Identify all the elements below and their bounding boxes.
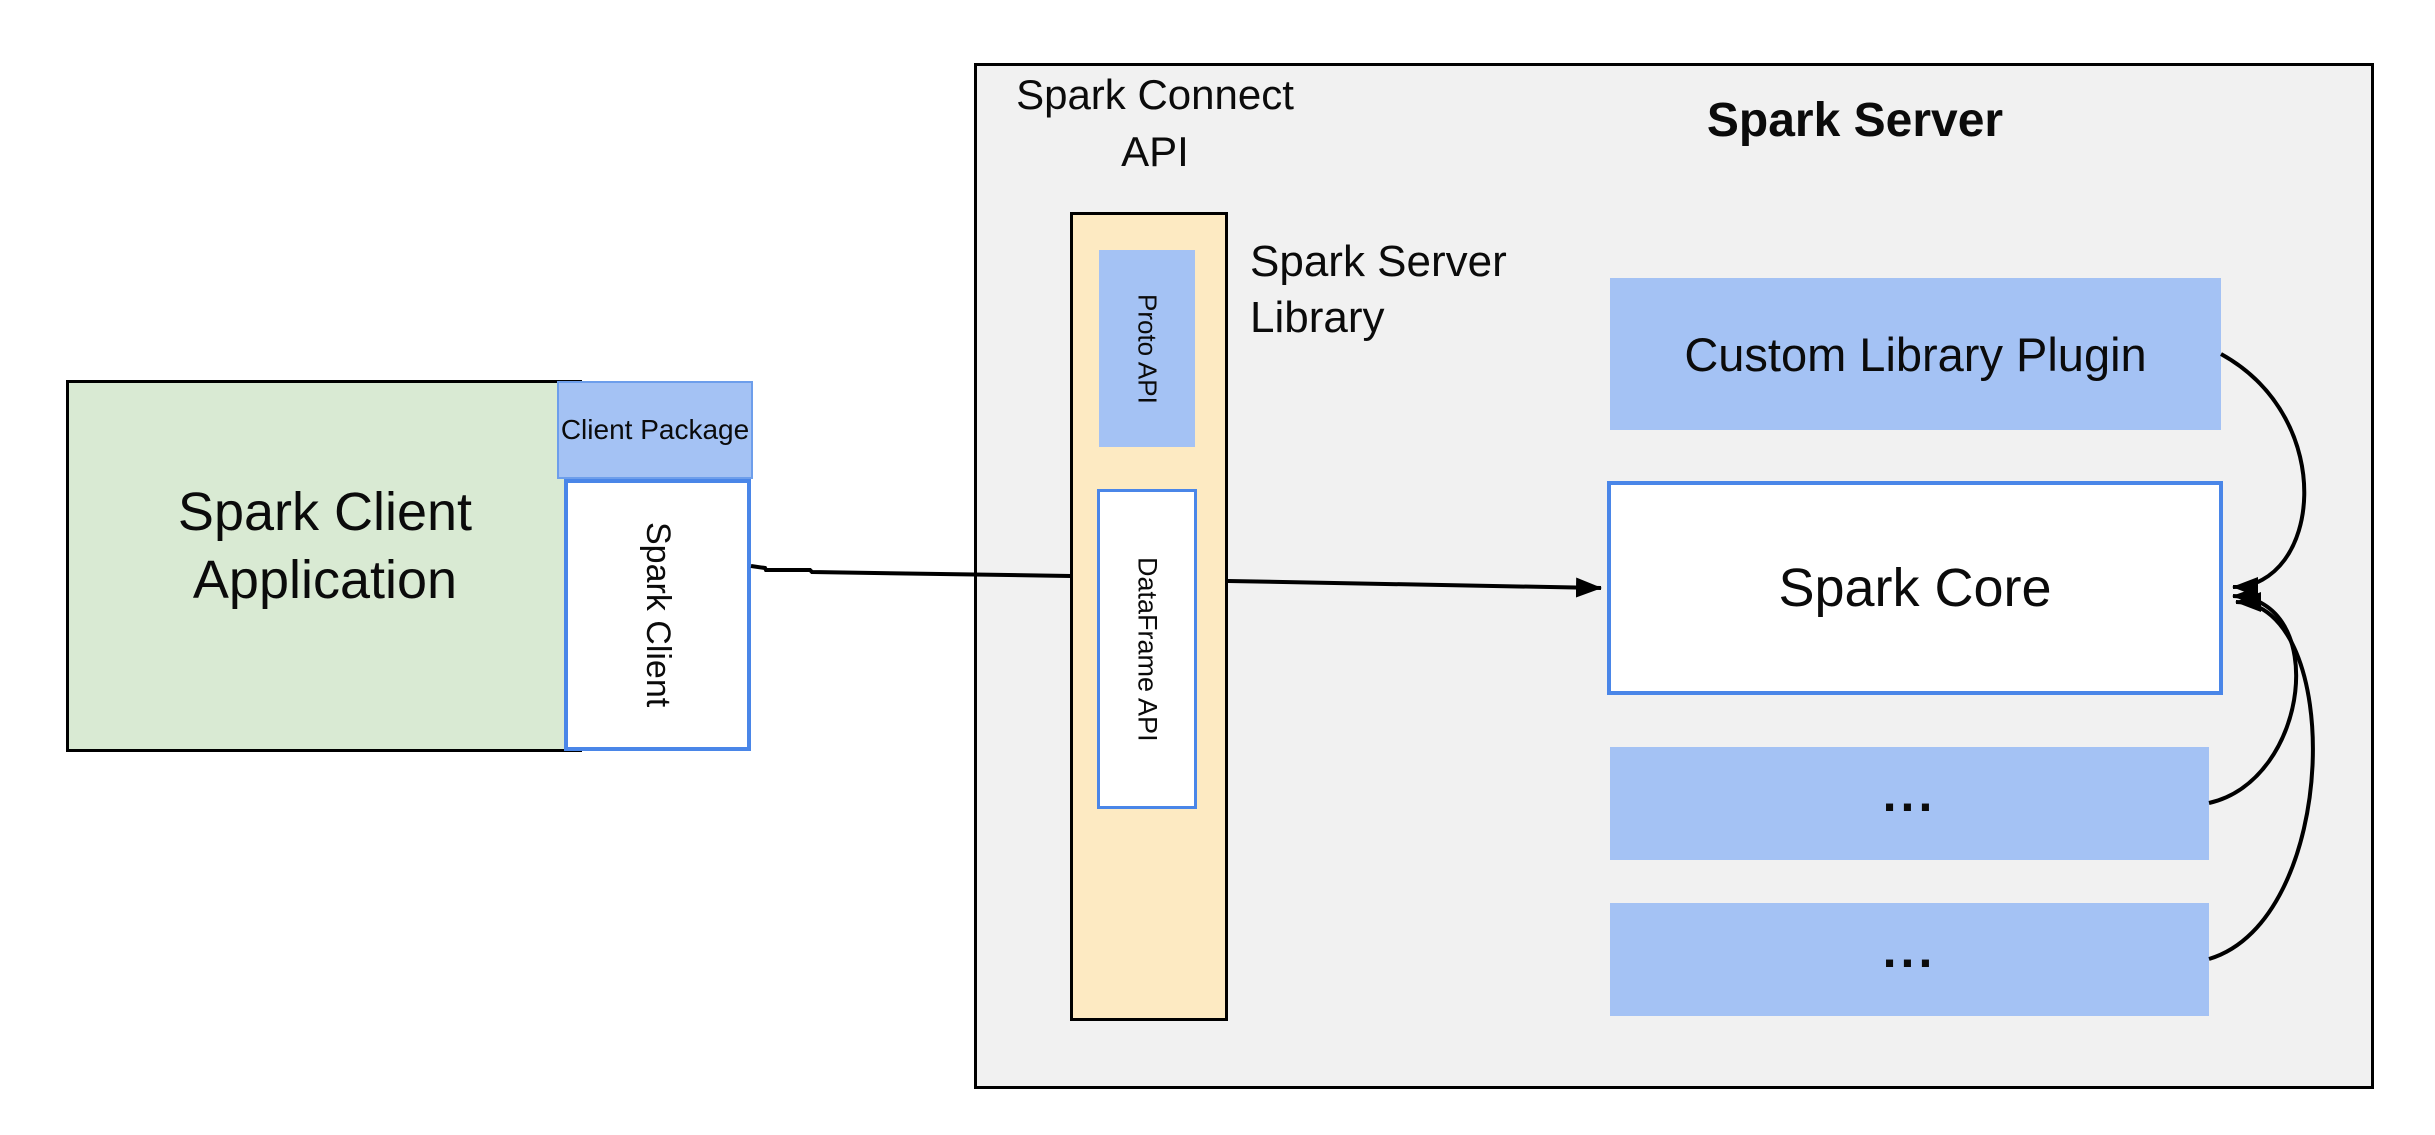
custom-library-plugin-label: Custom Library Plugin	[1684, 327, 2147, 381]
spark-client-application-box	[66, 380, 582, 752]
spark-server-title: Spark Server	[1706, 94, 2004, 147]
spark-core-label: Spark Core	[1778, 558, 2052, 618]
spark-client-application-label: Spark Client Application	[177, 482, 473, 610]
spark-server-library-label: Spark Server Library	[1250, 237, 1507, 342]
spark-connect-api-label: Spark Connect API	[1016, 71, 1294, 175]
proto-api-box: Proto API	[1099, 250, 1195, 447]
spark-core-box: Spark Core	[1607, 481, 2223, 695]
spark-client-box: Spark Client	[564, 479, 751, 751]
ellipsis-label-1: ...	[1882, 765, 1937, 822]
ellipsis-label-2: ...	[1882, 921, 1937, 978]
client-package-label: Client Package	[560, 414, 750, 445]
proto-api-label: Proto API	[1132, 293, 1163, 404]
dataframe-api-label: DataFrame API	[1132, 556, 1163, 742]
ellipsis-box-1: ...	[1610, 747, 2209, 860]
spark-client-label: Spark Client	[639, 522, 677, 708]
ellipsis-box-2: ...	[1610, 903, 2209, 1016]
dataframe-api-box: DataFrame API	[1097, 489, 1197, 809]
custom-library-plugin-box: Custom Library Plugin	[1610, 278, 2221, 430]
client-package-box: Client Package	[557, 381, 753, 479]
